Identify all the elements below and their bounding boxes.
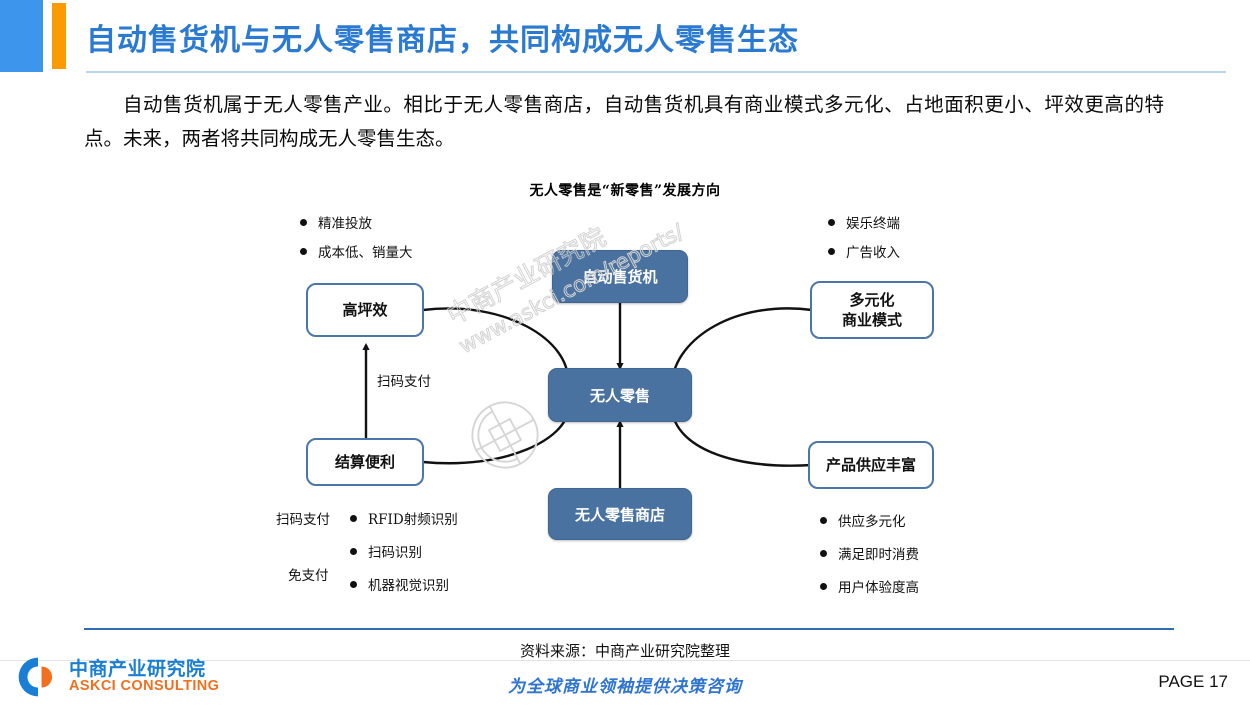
brand-name-en: ASKCI CONSULTING xyxy=(69,678,220,695)
footer-divider-thin xyxy=(0,660,1250,661)
list-item-label: 广告收入 xyxy=(846,245,900,261)
list-item: RFID射频识别 xyxy=(350,508,458,528)
list-item: 满足即时消费 xyxy=(820,543,919,563)
list-item-label: 满足即时消费 xyxy=(838,547,919,563)
list-item: 精准投放 xyxy=(300,212,413,232)
list-item-label: 成本低、销量大 xyxy=(318,245,413,261)
node-unmanned-store[interactable]: 无人零售商店 xyxy=(548,488,692,540)
header-divider xyxy=(86,71,1226,73)
footer-tagline: 为全球商业领袖提供决策咨询 xyxy=(508,677,742,697)
bullets-bottom-left: RFID射频识别 扫码识别 机器视觉识别 xyxy=(350,508,458,603)
header-accent-orange xyxy=(52,3,66,69)
list-item-label: RFID射频识别 xyxy=(368,512,458,528)
label-no-pay: 免支付 xyxy=(288,568,329,584)
list-item-label: 精准投放 xyxy=(318,216,372,232)
diagram-title: 无人零售是“新零售”发展方向 xyxy=(529,183,721,199)
node-diverse-business-model-line1: 多元化 xyxy=(849,290,895,309)
bullets-right-top: 娱乐终端 广告收入 xyxy=(828,212,900,270)
list-item-label: 机器视觉识别 xyxy=(368,578,449,594)
list-item: 供应多元化 xyxy=(820,510,919,530)
node-diverse-business-model-line2: 商业模式 xyxy=(841,311,902,329)
list-item-label: 扫码识别 xyxy=(368,545,422,561)
body-paragraph: 自动售货机属于无人零售产业。相比于无人零售商店，自动售货机具有商业模式多元化、占… xyxy=(84,93,1164,151)
list-item: 广告收入 xyxy=(828,241,900,261)
list-item: 娱乐终端 xyxy=(828,212,900,232)
list-item-label: 娱乐终端 xyxy=(846,216,900,232)
node-easy-settlement[interactable]: 结算便利 xyxy=(306,438,424,486)
node-diverse-business-model[interactable]: 多元化 商业模式 xyxy=(810,281,934,339)
brand-name-cn: 中商产业研究院 xyxy=(69,657,206,680)
bullet-dot-icon xyxy=(350,547,357,555)
node-rich-product-supply[interactable]: 产品供应丰富 xyxy=(808,441,934,489)
bullet-dot-icon xyxy=(350,514,357,522)
bullets-left-top: 精准投放 成本低、销量大 xyxy=(300,212,413,270)
bullet-dot-icon xyxy=(828,247,835,255)
bullet-dot-icon xyxy=(820,516,827,524)
node-high-efficiency[interactable]: 高坪效 xyxy=(306,283,424,337)
header-accent-blue xyxy=(0,0,43,72)
page-title: 自动售货机与无人零售商店，共同构成无人零售生态 xyxy=(86,23,799,58)
list-item: 用户体验度高 xyxy=(820,576,919,596)
list-item: 成本低、销量大 xyxy=(300,241,413,261)
list-item: 扫码识别 xyxy=(350,541,458,561)
source-note: 资料来源：中商产业研究院整理 xyxy=(519,642,730,660)
node-vending-machine[interactable]: 自动售货机 xyxy=(552,250,688,303)
bullet-dot-icon xyxy=(300,218,307,226)
bullets-bottom-right: 供应多元化 满足即时消费 用户体验度高 xyxy=(820,510,919,605)
bullet-dot-icon xyxy=(820,549,827,557)
footer-divider xyxy=(84,628,1174,630)
list-item-label: 供应多元化 xyxy=(838,514,906,530)
node-unmanned-retail[interactable]: 无人零售 xyxy=(548,368,692,422)
bullet-dot-icon xyxy=(300,247,307,255)
label-scan-pay: 扫码支付 xyxy=(276,512,330,528)
edge-label-scan-pay: 扫码支付 xyxy=(374,370,434,390)
list-item-label: 用户体验度高 xyxy=(838,580,919,596)
bullet-dot-icon xyxy=(828,218,835,226)
askci-logo-icon xyxy=(18,657,53,697)
bullet-dot-icon xyxy=(350,580,357,588)
diagram: 无人零售是“新零售”发展方向 自动售货机 无人零售 无人零售 xyxy=(0,170,1250,600)
page-number: PAGE 17 xyxy=(1158,672,1228,691)
brand-logo: 中商产业研究院 ASKCI CONSULTING xyxy=(16,655,219,699)
list-item: 机器视觉识别 xyxy=(350,574,458,594)
bullet-dot-icon xyxy=(820,582,827,590)
brand-logo-text: 中商产业研究院 ASKCI CONSULTING xyxy=(69,659,219,695)
